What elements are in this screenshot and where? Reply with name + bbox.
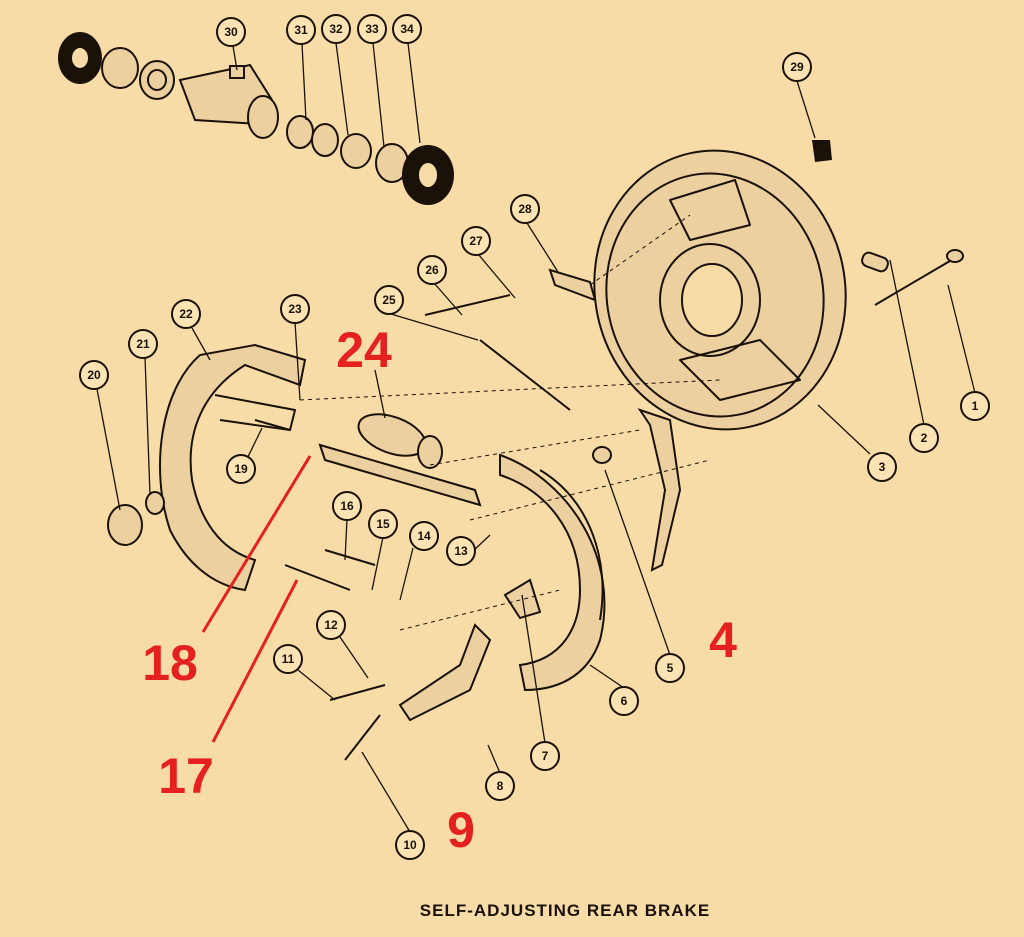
svg-text:24: 24 [336,322,392,378]
svg-text:16: 16 [340,499,354,513]
svg-text:26: 26 [425,263,439,277]
callout-31: 31 [286,15,316,45]
svg-text:23: 23 [288,302,302,316]
diagram-caption: SELF-ADJUSTING REAR BRAKE [420,901,710,920]
callout-14: 14 [409,521,439,551]
callout-26: 26 [417,255,447,285]
svg-text:3: 3 [879,460,886,474]
highlight-9: 9 [447,802,475,858]
svg-text:9: 9 [447,802,475,858]
callout-21: 21 [128,329,158,359]
svg-text:27: 27 [469,234,483,248]
callout-2: 2 [909,423,939,453]
callout-12: 12 [316,610,346,640]
adjuster-lever-and-springs [107,268,612,761]
highlight-24: 24 [336,322,392,378]
callout-25: 25 [374,285,404,315]
svg-text:13: 13 [454,544,468,558]
brake-shoe-primary [159,343,307,592]
svg-text:21: 21 [136,337,150,351]
svg-text:22: 22 [179,307,193,321]
callout-20: 20 [79,360,109,390]
backing-plate [593,140,847,431]
highlight-18: 18 [142,455,312,691]
callout-16: 16 [332,491,362,521]
callout-29: 29 [782,52,812,82]
brake-shoe-secondary [499,453,606,692]
callout-28: 28 [510,194,540,224]
callout-5: 5 [655,653,685,683]
svg-text:17: 17 [158,748,214,804]
svg-text:11: 11 [282,652,295,666]
callout-6: 6 [609,686,639,716]
svg-text:6: 6 [621,694,628,708]
svg-text:19: 19 [234,462,248,476]
svg-text:33: 33 [365,22,379,36]
svg-text:20: 20 [87,368,101,382]
svg-text:34: 34 [400,22,414,36]
svg-text:4: 4 [709,612,737,668]
callout-32: 32 [321,14,351,44]
assembly-guide-lines [299,214,721,631]
leader-lines [96,42,976,833]
callout-19: 19 [226,454,256,484]
callout-15: 15 [368,509,398,539]
parking-brake-lever [637,408,682,572]
highlight-4: 4 [709,612,737,668]
svg-text:8: 8 [497,779,504,793]
svg-text:32: 32 [329,22,343,36]
callout-7: 7 [530,741,560,771]
svg-text:25: 25 [382,293,396,307]
callout-8: 8 [485,771,515,801]
callout-13: 13 [446,536,476,566]
hold-down-pin-and-retainer [861,249,964,306]
callout-10: 10 [395,830,425,860]
callout-34: 34 [392,14,422,44]
svg-text:2: 2 [921,431,928,445]
callout-3: 3 [867,452,897,482]
callout-23: 23 [280,294,310,324]
svg-text:15: 15 [376,517,390,531]
callout-1: 1 [960,391,990,421]
svg-text:31: 31 [294,23,308,37]
svg-text:30: 30 [224,25,238,39]
callout-27: 27 [461,226,491,256]
svg-text:29: 29 [790,60,804,74]
callout-11: 11 [273,644,303,674]
svg-text:28: 28 [518,202,532,216]
callout-30: 30 [216,17,246,47]
svg-text:14: 14 [417,529,431,543]
wheel-cylinder-exploded [58,32,454,205]
svg-text:1: 1 [972,399,979,413]
callout-33: 33 [357,14,387,44]
svg-text:18: 18 [142,635,198,691]
svg-text:12: 12 [324,618,338,632]
svg-text:10: 10 [403,838,417,852]
svg-text:5: 5 [667,661,674,675]
svg-text:7: 7 [542,749,549,763]
callout-22: 22 [171,299,201,329]
highlight-17: 17 [158,579,299,804]
